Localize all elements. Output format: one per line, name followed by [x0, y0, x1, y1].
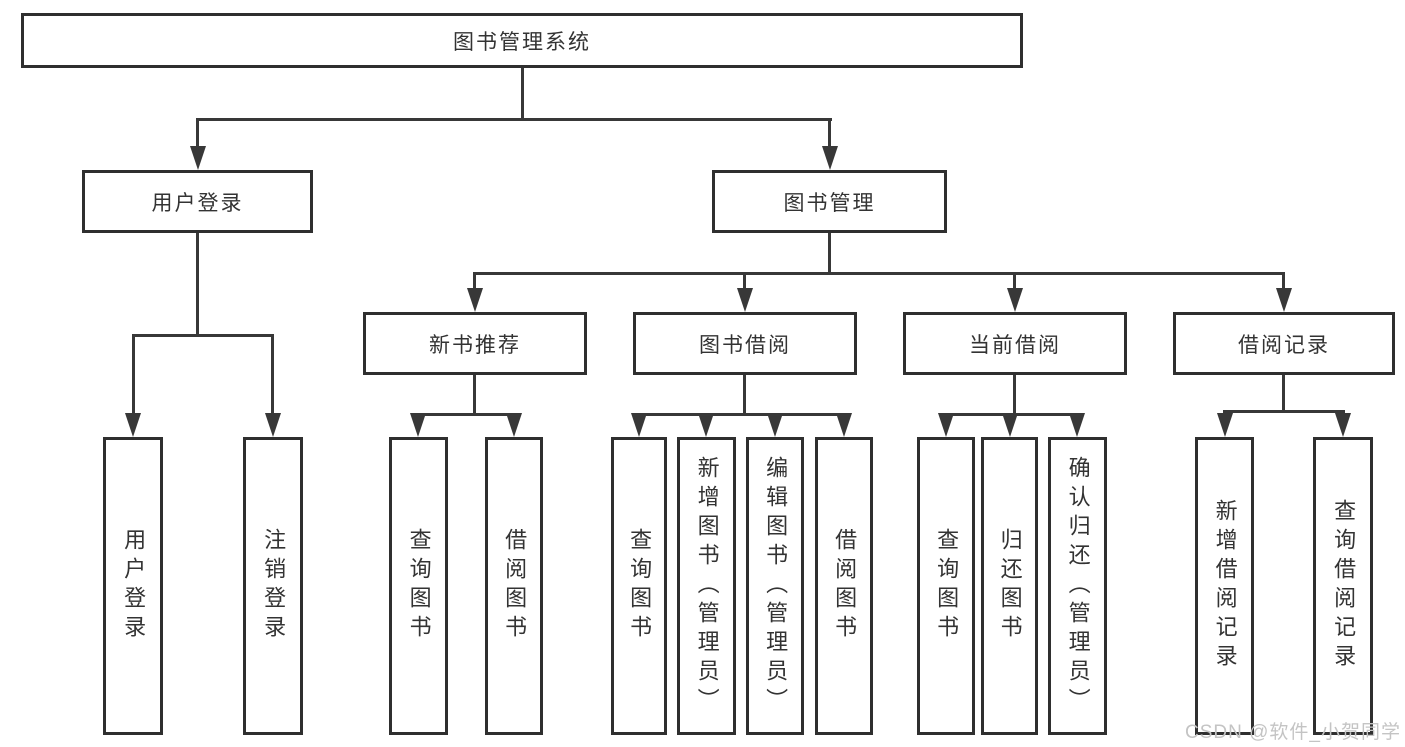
leaf-box-query-books-current: 查询图书 [917, 437, 975, 735]
connector-line-h [473, 272, 1285, 275]
leaf-box-query-borrow-record: 查询借阅记录 [1313, 437, 1373, 735]
branch-box-book-management: 图书管理 [712, 170, 947, 233]
category-box-book-borrowing: 图书借阅 [633, 312, 857, 375]
arrowhead-down-icon [938, 413, 954, 437]
leaf-box-confirm-return-admin: 确认归还（管理员） [1048, 437, 1107, 735]
arrowhead-down-icon [767, 413, 783, 437]
leaf-box-query-books-recommend: 查询图书 [389, 437, 448, 735]
category-label: 借阅记录 [1238, 333, 1330, 357]
category-box-new-book-recommendation: 新书推荐 [363, 312, 587, 375]
arrowhead-down-icon [1276, 288, 1292, 312]
category-box-current-borrowing: 当前借阅 [903, 312, 1127, 375]
connector-line-v [473, 272, 476, 292]
arrowhead-down-icon [836, 413, 852, 437]
branch-box-user-login: 用户登录 [82, 170, 313, 233]
arrowhead-down-icon [631, 413, 647, 437]
connector-line-v [1013, 272, 1016, 292]
leaf-label: 用户登录 [121, 528, 147, 644]
arrowhead-down-icon [410, 413, 426, 437]
connector-line-v [196, 118, 199, 150]
category-label: 新书推荐 [429, 333, 521, 357]
connector-line-h [1223, 410, 1345, 413]
connector-line-v [1282, 375, 1285, 413]
category-label: 图书借阅 [699, 333, 791, 357]
connector-line-v [828, 118, 831, 150]
leaf-box-borrow-books-recommend: 借阅图书 [485, 437, 543, 735]
leaf-label: 查询图书 [627, 528, 653, 644]
leaf-box-add-books-admin: 新增图书（管理员） [677, 437, 736, 735]
leaf-box-edit-books-admin: 编辑图书（管理员） [746, 437, 804, 735]
leaf-box-borrow-books: 借阅图书 [815, 437, 873, 735]
category-label: 当前借阅 [969, 333, 1061, 357]
connector-line-v [1013, 375, 1016, 416]
connector-line-v [271, 334, 274, 415]
branch-label: 用户登录 [151, 191, 244, 215]
leaf-box-query-books-borrowing: 查询图书 [611, 437, 667, 735]
leaf-label: 编辑图书（管理员） [763, 455, 789, 717]
leaf-label: 查询图书 [406, 528, 432, 644]
leaf-label: 查询图书 [934, 528, 960, 644]
leaf-label: 新增借阅记录 [1212, 499, 1238, 673]
csdn-watermark: CSDN @软件_小贺同学 [1185, 722, 1401, 743]
leaf-label: 新增图书（管理员） [694, 455, 720, 717]
arrowhead-down-icon [698, 413, 714, 437]
connector-line-v [196, 233, 199, 337]
leaf-box-return-books: 归还图书 [981, 437, 1038, 735]
leaf-label: 查询借阅记录 [1331, 499, 1357, 673]
leaf-box-add-borrow-record: 新增借阅记录 [1195, 437, 1254, 735]
connector-line-v [743, 375, 746, 416]
leaf-box-logout: 注销登录 [243, 437, 303, 735]
leaf-label: 归还图书 [997, 528, 1023, 644]
arrowhead-down-icon [1335, 413, 1351, 437]
arrowhead-down-icon [506, 413, 522, 437]
arrowhead-down-icon [1069, 413, 1085, 437]
arrowhead-down-icon [737, 288, 753, 312]
connector-line-h [637, 413, 846, 416]
leaf-label: 借阅图书 [832, 528, 858, 644]
arrowhead-down-icon [822, 146, 838, 170]
connector-line-v [521, 68, 524, 121]
arrowhead-down-icon [1002, 413, 1018, 437]
connector-line-h [132, 334, 274, 337]
leaf-box-user-login: 用户登录 [103, 437, 163, 735]
leaf-label: 借阅图书 [502, 528, 528, 644]
leaf-label: 确认归还（管理员） [1065, 455, 1091, 717]
leaf-label: 注销登录 [261, 528, 287, 644]
arrowhead-down-icon [1217, 413, 1233, 437]
arrowhead-down-icon [190, 146, 206, 170]
branch-label: 图书管理 [783, 191, 876, 215]
connector-line-v [473, 375, 476, 416]
arrowhead-down-icon [125, 413, 141, 437]
connector-line-h [196, 118, 832, 121]
connector-line-v [828, 233, 831, 275]
root-label: 图书管理系统 [453, 30, 591, 54]
connector-line-v [132, 334, 135, 415]
arrowhead-down-icon [467, 288, 483, 312]
connector-line-v [743, 272, 746, 292]
arrowhead-down-icon [265, 413, 281, 437]
arrowhead-down-icon [1007, 288, 1023, 312]
category-box-borrowing-records: 借阅记录 [1173, 312, 1395, 375]
connector-line-v [1282, 272, 1285, 292]
connector-line-h [417, 413, 516, 416]
root-box-library-system: 图书管理系统 [21, 13, 1023, 68]
